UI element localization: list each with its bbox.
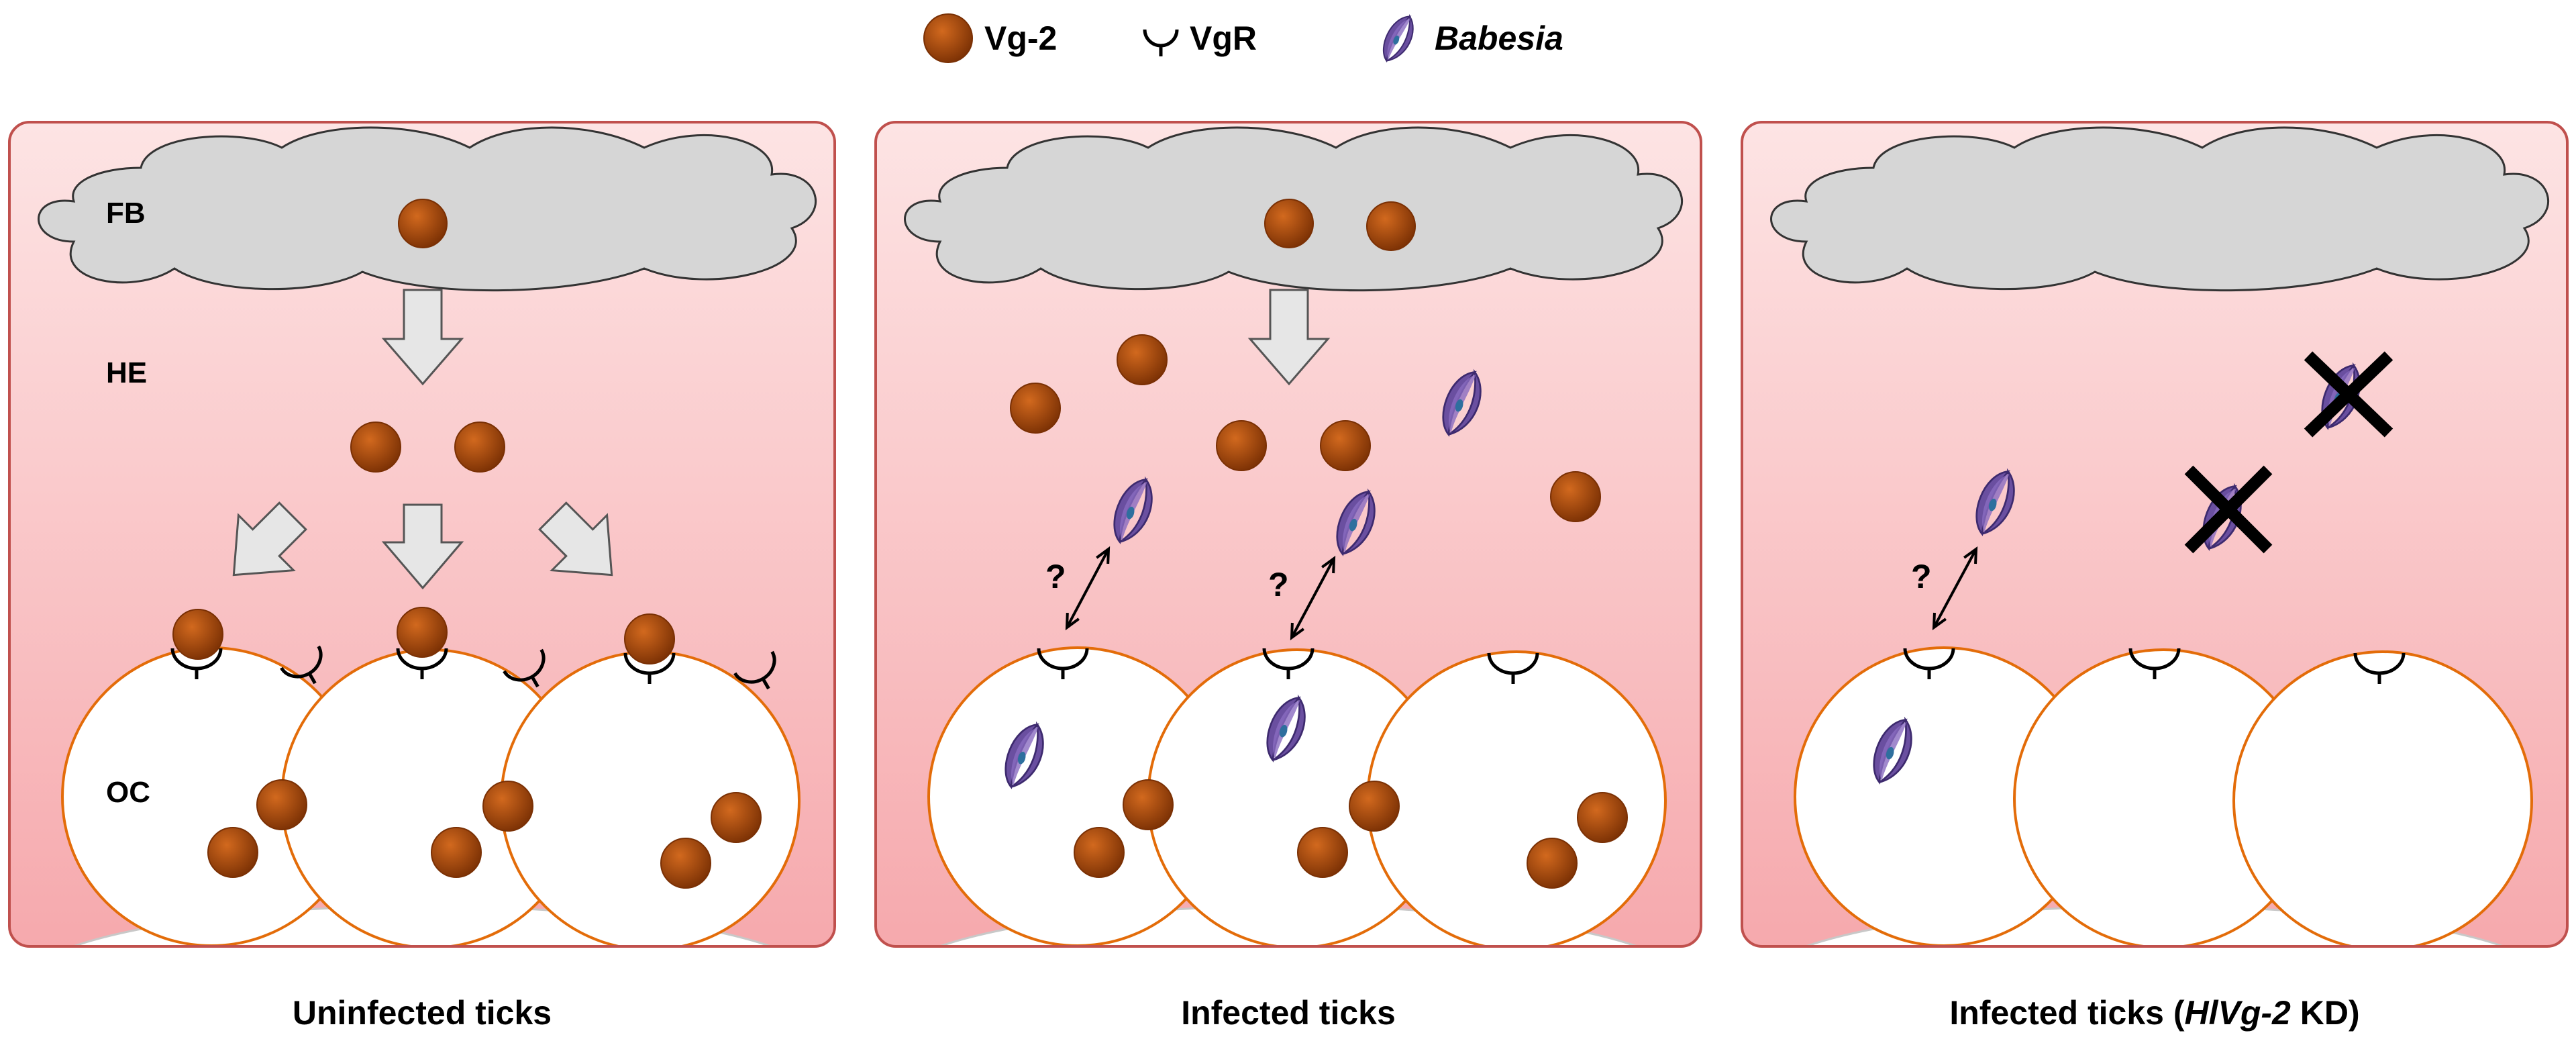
babesia-parasite-icon [1873,716,1912,785]
double-headed-arrow-icon [1932,546,1978,631]
vgr-receptor-icon [1487,652,1539,684]
region-label-he: HE [106,356,147,389]
double-headed-arrow-icon [1290,555,1336,641]
vgr-receptor-icon [623,652,676,684]
interaction-question-mark: ? [1268,566,1289,603]
flow-arrow-icon [381,289,464,386]
interaction-question-mark: ? [1911,558,1932,595]
oocyte-cell [2232,650,2533,946]
vg2-particle-icon [1216,420,1267,471]
vg2-particle-icon [431,827,482,878]
vgr-receptor-icon [1037,648,1089,679]
vg2-particle-icon [711,792,762,843]
vg2-particle-icon [1117,334,1168,385]
vg2-particle-icon [454,422,505,473]
caption-prefix: Infected ticks ( [1949,994,2184,1032]
panel-infected-knockdown: ? [1741,121,2569,948]
blocked-x-icon [2304,351,2393,438]
vg2-particle-icon [660,838,711,889]
vg2-particle-icon [1527,838,1578,889]
vgr-receptor-icon [733,650,776,690]
vg2-particle-icon [1297,827,1348,878]
caption-suffix: KD) [2291,994,2360,1032]
vg2-particle-icon [350,422,401,473]
blocked-x-icon [2184,465,2273,554]
flow-arrow-icon [538,501,613,577]
flow-arrow-icon [381,503,464,590]
legend-babesia-label: Babesia [1435,19,1563,57]
vgr-receptor-icon [1262,648,1315,679]
fat-body-cloud [1770,126,2550,292]
vg2-particle-icon [624,613,675,664]
vg2-particle-icon [207,827,258,878]
vgr-receptor-icon [1903,648,1955,679]
babesia-parasite-icon [1113,476,1153,544]
vg2-particle-icon [1550,471,1601,522]
legend-vg2-label: Vg-2 [984,19,1057,57]
double-headed-arrow-icon [1065,546,1111,631]
legend: Vg-2 VgR Babesia [923,13,1563,63]
vg2-particle-icon [1264,199,1314,248]
region-label-fb: FB [106,197,146,230]
babesia-parasite-icon [1442,368,1482,437]
flow-arrow-icon [232,501,307,577]
vg2-particle-icon [397,607,448,658]
vgr-receptor-icon [170,648,223,679]
vgr-receptor-icon [503,648,546,688]
interaction-question-mark: ? [1045,558,1066,595]
vg2-particle-icon [1320,420,1371,471]
vg2-particle-icon [482,781,533,832]
vgr-receptor-icon [2128,648,2181,679]
vg2-particle-icon [1577,792,1628,843]
babesia-parasite-icon [1336,488,1376,556]
babesia-parasite-icon [1266,694,1306,762]
vgr-receptor-icon [280,645,323,685]
vg2-particle-icon [1010,383,1061,434]
region-label-oc: OC [106,776,150,809]
legend-vgr-label: VgR [1190,19,1257,57]
babesia-parasite-icon [1975,468,2015,536]
vg2-particle-icon [172,609,223,660]
vgr-receptor-icon [1143,29,1179,56]
vgr-receptor-icon [396,648,448,679]
vg2-particle-icon [398,199,448,248]
caption-gene-name: HlVg-2 [2184,994,2291,1032]
vg2-particle-icon [923,13,973,63]
panel-caption-infected-knockdown: Infected ticks (HlVg-2 KD) [1949,994,2359,1032]
vg2-particle-icon [256,779,307,830]
babesia-parasite-icon [1383,13,1414,63]
vg2-particle-icon [1074,827,1125,878]
panel-caption-infected: Infected ticks [1181,994,1396,1032]
panel-border [874,121,1702,948]
vg2-particle-icon [1123,779,1174,830]
panel-border [1741,121,2569,948]
panel-caption-uninfected: Uninfected ticks [293,994,552,1032]
vgr-receptor-icon [2353,652,2406,684]
babesia-parasite-icon [1004,721,1044,789]
vg2-particle-icon [1366,201,1416,251]
panel-infected: ? ? [874,121,1702,948]
vg2-particle-icon [1349,781,1400,832]
panel-uninfected: FB HE OC [8,121,836,948]
panel-border [8,121,836,948]
flow-arrow-icon [1247,289,1331,386]
